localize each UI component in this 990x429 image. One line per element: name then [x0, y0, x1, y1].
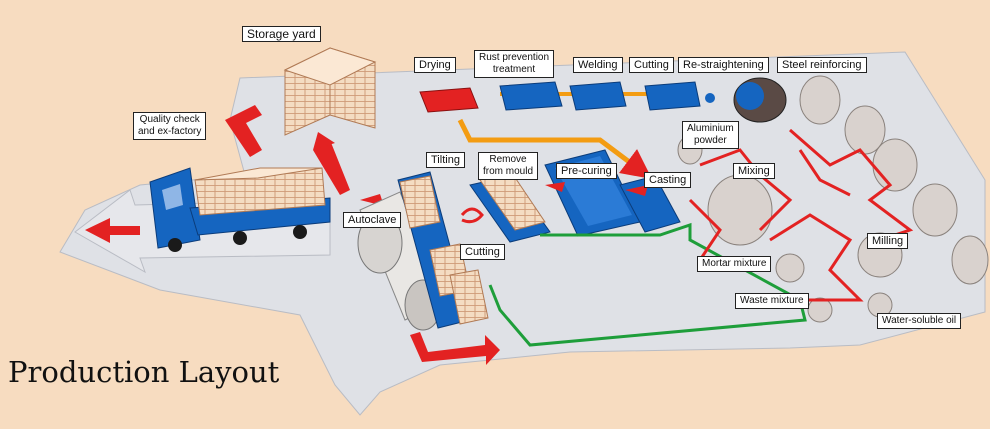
return-red-arrow — [410, 332, 500, 365]
label-pre-curing: Pre-curing — [556, 163, 617, 179]
label-aluminium-powder: Aluminium powder — [682, 121, 739, 149]
label-milling: Milling — [867, 233, 909, 249]
label-water-soluble-oil: Water-soluble oil — [877, 313, 962, 329]
label-welding: Welding — [573, 57, 623, 73]
page-title: Production Layout — [8, 355, 280, 389]
label-drying: Drying — [414, 57, 456, 73]
delivery-truck — [149, 167, 331, 252]
label-steel-reinforcing: Steel reinforcing — [777, 57, 867, 73]
label-remove-from-mould: Remove from mould — [478, 152, 539, 180]
label-cutting-block: Cutting — [460, 244, 505, 260]
storage-yard-stacks — [283, 47, 377, 136]
label-cutting-steel: Cutting — [629, 57, 674, 73]
silo-tanks — [677, 75, 989, 323]
label-storage-yard: Storage yard — [242, 26, 321, 42]
orange-flow-line — [457, 118, 652, 179]
label-autoclave: Autoclave — [343, 212, 402, 228]
label-mortar-mixture: Mortar mixture — [697, 256, 772, 272]
label-rust-prevention: Rust prevention treatment — [474, 50, 555, 78]
label-tilting: Tilting — [426, 152, 465, 168]
label-mixing: Mixing — [733, 163, 775, 179]
steel-line — [419, 77, 787, 123]
green-flow-line — [488, 222, 807, 347]
label-casting: Casting — [644, 172, 692, 188]
label-re-straightening: Re-straightening — [678, 57, 769, 73]
label-waste-mixture: Waste mixture — [735, 293, 809, 309]
label-quality-check: Quality check and ex-factory — [133, 112, 207, 140]
